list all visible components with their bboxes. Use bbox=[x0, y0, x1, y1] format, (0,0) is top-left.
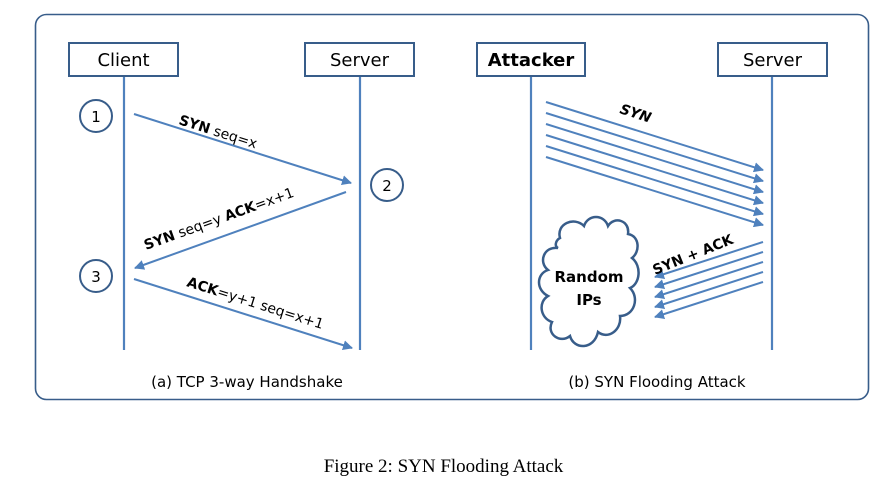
attacker-label: Attacker bbox=[488, 50, 575, 71]
syn-flood-arrows bbox=[545, 101, 764, 228]
syn-flooding-diagram: Client Server 1 2 3 SYN seq=x SYN seq=y … bbox=[34, 13, 870, 401]
cloud-label-line2: IPs bbox=[576, 291, 601, 309]
step-3-marker: 3 bbox=[79, 259, 113, 293]
panel-b-title: (b) SYN Flooding Attack bbox=[568, 373, 746, 391]
ack-message-label: ACK=y+1 seq=x+1 bbox=[185, 275, 326, 333]
step-1-marker: 1 bbox=[79, 99, 113, 133]
cloud-label-line1: Random bbox=[554, 268, 623, 286]
syn-flood-arrow bbox=[545, 134, 764, 206]
panel-b-flooding: Attacker Server SYN SYN + ACK Random IPs… bbox=[476, 42, 828, 391]
attacker-box: Attacker bbox=[476, 42, 586, 77]
syn-arrow bbox=[133, 113, 352, 186]
server-box-a: Server bbox=[304, 42, 415, 77]
client-label: Client bbox=[97, 50, 149, 71]
step-2-marker: 2 bbox=[370, 168, 404, 202]
syn-flood-arrow bbox=[545, 156, 764, 228]
step-1-number: 1 bbox=[91, 108, 101, 126]
synack-reply-arrow bbox=[654, 261, 764, 299]
figure-caption: Figure 2: SYN Flooding Attack bbox=[323, 456, 564, 477]
server-label-a: Server bbox=[330, 50, 390, 71]
server-box-b: Server bbox=[717, 42, 828, 77]
synack-reply-arrow bbox=[654, 241, 764, 279]
syn-flood-arrow bbox=[545, 145, 764, 217]
panel-a-handshake: Client Server 1 2 3 SYN seq=x SYN seq=y … bbox=[68, 42, 415, 391]
synack-reply-arrows bbox=[654, 241, 764, 319]
syn-ack-arrow bbox=[134, 191, 347, 270]
server-label-b: Server bbox=[743, 50, 803, 71]
synack-reply-arrow bbox=[654, 281, 764, 319]
cloud-icon bbox=[537, 215, 640, 348]
figure-frame bbox=[34, 13, 870, 401]
synack-reply-arrow bbox=[654, 271, 764, 309]
random-ips-cloud: Random IPs bbox=[537, 215, 640, 348]
panel-a-title: (a) TCP 3-way Handshake bbox=[151, 373, 343, 391]
syn-ack-message-label: SYN seq=y ACK=x+1 bbox=[142, 185, 296, 254]
syn-flood-arrow bbox=[545, 123, 764, 195]
ack-arrow bbox=[133, 278, 353, 351]
synack-reply-arrow bbox=[654, 251, 764, 289]
step-2-number: 2 bbox=[382, 177, 392, 195]
syn-flood-label: SYN bbox=[618, 102, 654, 127]
syn-flood-arrow bbox=[545, 112, 764, 184]
syn-flood-arrow bbox=[545, 101, 764, 173]
client-box: Client bbox=[68, 42, 179, 77]
step-3-number: 3 bbox=[91, 268, 101, 286]
